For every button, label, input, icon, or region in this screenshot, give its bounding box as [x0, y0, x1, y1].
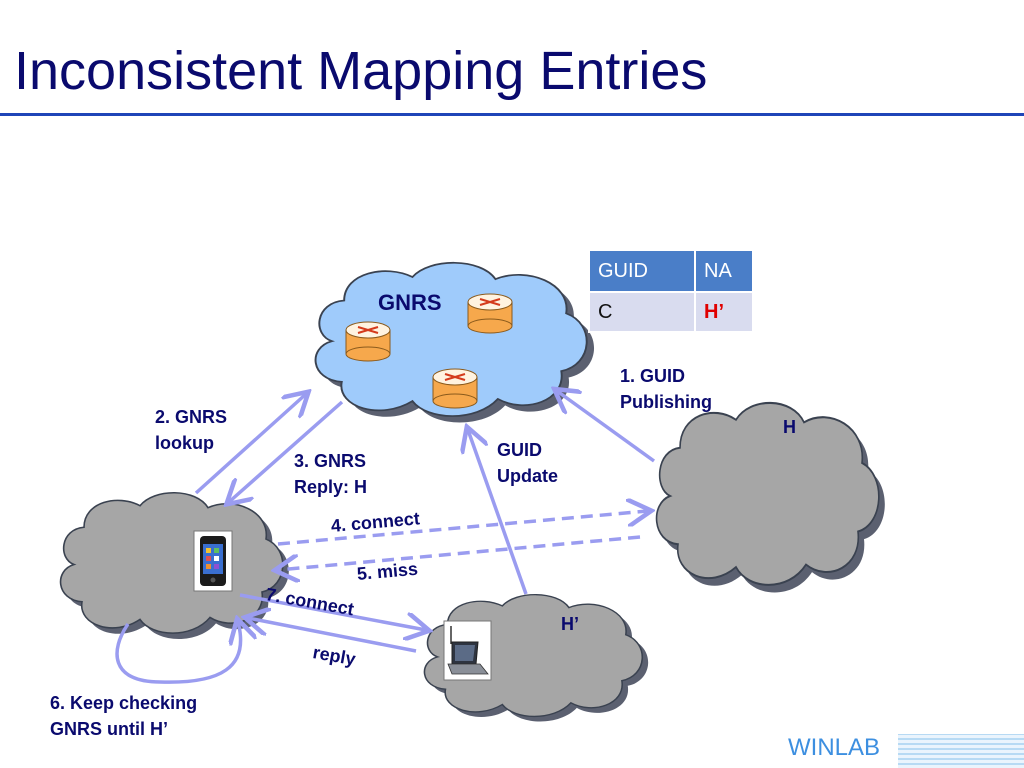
step6-line1: 6. Keep checking — [50, 693, 198, 713]
table-header-row: GUID NA — [588, 249, 754, 293]
host-h-cloud — [655, 401, 885, 593]
smartphone-icon — [193, 530, 233, 592]
reply-arrow — [248, 618, 417, 653]
gnrs-reply-arrow — [229, 400, 344, 502]
miss-arrow-5 — [278, 535, 641, 570]
logo-waves-graphic — [898, 734, 1024, 768]
gnrs-lookup-arrow — [194, 394, 306, 495]
na-header: NA — [694, 249, 754, 293]
step1-line1: 1. GUID — [620, 366, 686, 386]
guid-header: GUID — [588, 249, 696, 293]
na-cell: H’ — [694, 291, 754, 333]
laptop-icon — [443, 620, 492, 681]
host-h-prime-label: H’ — [561, 614, 579, 634]
host-h-label: H — [783, 417, 796, 437]
step1-line2: Publishing — [620, 392, 712, 412]
guid-update-label: GUID Update — [497, 437, 558, 489]
winlab-logo: WINLAB — [788, 734, 881, 761]
router-icon — [345, 321, 391, 362]
gnrs-label: GNRS — [378, 290, 442, 315]
step6-label: 6. Keep checking GNRS until H’ — [50, 690, 197, 742]
guid-publishing-arrow — [557, 391, 656, 463]
table-row: C H’ — [588, 291, 754, 333]
guid-update-line2: Update — [497, 466, 559, 486]
step2-line1: 2. GNRS — [155, 407, 228, 427]
step3-label: 3. GNRS Reply: H — [294, 448, 367, 500]
step1-label: 1. GUID Publishing — [620, 363, 712, 415]
step2-line2: lookup — [155, 433, 214, 453]
guid-update-line1: GUID — [497, 440, 542, 460]
slide-title: Inconsistent Mapping Entries — [14, 41, 708, 101]
guid-cell: C — [588, 291, 696, 333]
step3-line2: Reply: H — [294, 477, 368, 497]
step5-label: 5. miss — [356, 558, 419, 584]
title-rule — [0, 113, 1024, 116]
router-icon — [467, 293, 513, 334]
step6-line2: GNRS until H’ — [50, 719, 168, 739]
step2-label: 2. GNRS lookup — [155, 404, 227, 456]
connect-arrow-7 — [239, 593, 426, 630]
step3-line1: 3. GNRS — [294, 451, 367, 471]
client-cloud — [59, 491, 289, 639]
keep-checking-loop-arrow — [115, 622, 241, 684]
router-icon — [432, 368, 478, 409]
mapping-table: GUID NA C H’ — [588, 249, 754, 333]
guid-update-arrow — [468, 430, 528, 595]
connect-arrow-4 — [277, 511, 648, 546]
